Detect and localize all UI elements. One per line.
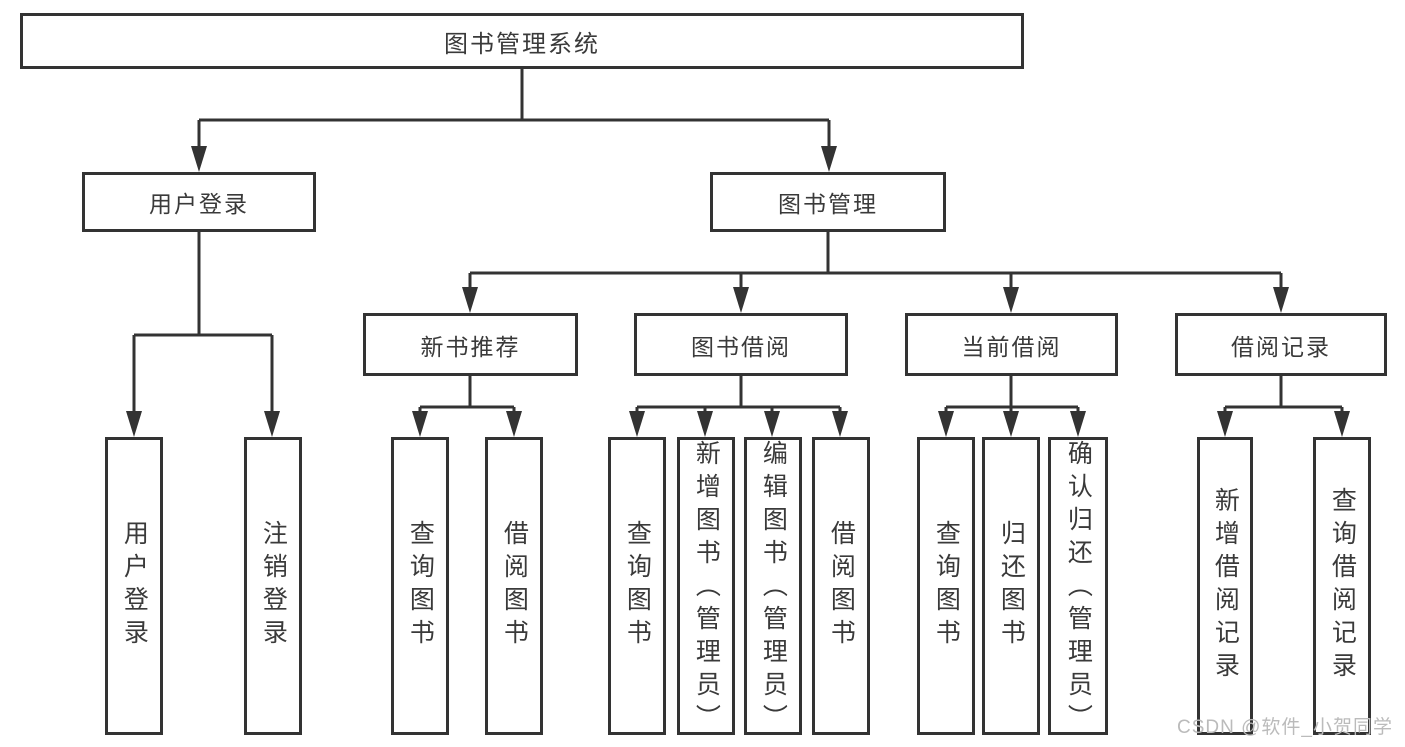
leaf-label: 编辑图书（管理员） (759, 440, 788, 737)
node-new-book-recommend: 新书推荐 (363, 313, 578, 376)
arrow-down-icon (506, 411, 522, 437)
arrow-down-icon (938, 411, 954, 437)
arrow-down-icon (1003, 411, 1019, 437)
leaf-add-borrow-record: 新增借阅记录 (1197, 437, 1253, 735)
leaf-borrow-books-recommend: 借阅图书 (485, 437, 543, 735)
leaf-edit-book-admin: 编辑图书（管理员） (744, 437, 802, 737)
arrow-down-icon (1273, 287, 1289, 313)
arrow-down-icon (832, 411, 848, 437)
leaf-label: 查询图书 (623, 520, 652, 652)
leaf-logout: 注销登录 (244, 437, 302, 735)
leaf-label: 查询借阅记录 (1328, 487, 1357, 685)
leaf-label: 查询图书 (932, 520, 961, 652)
leaf-label: 新增借阅记录 (1211, 487, 1240, 685)
arrow-down-icon (1334, 411, 1350, 437)
leaf-label: 注销登录 (259, 520, 288, 652)
leaf-label: 借阅图书 (500, 520, 529, 652)
leaf-user-login: 用户登录 (105, 437, 163, 735)
arrow-down-icon (1217, 411, 1233, 437)
arrow-down-icon (764, 411, 780, 437)
node-book-management: 图书管理 (710, 172, 946, 232)
leaf-return-books: 归还图书 (982, 437, 1040, 735)
leaf-label: 借阅图书 (827, 520, 856, 652)
node-borrow-records: 借阅记录 (1175, 313, 1387, 376)
arrow-down-icon (821, 146, 837, 172)
leaf-label: 查询图书 (406, 520, 435, 652)
leaf-query-books-recommend: 查询图书 (391, 437, 449, 735)
arrow-down-icon (1003, 287, 1019, 313)
arrow-down-icon (462, 287, 478, 313)
node-user-login: 用户登录 (82, 172, 316, 232)
leaf-label: 确认归还（管理员） (1064, 440, 1093, 737)
node-book-borrowing: 图书借阅 (634, 313, 848, 376)
arrow-down-icon (264, 411, 280, 437)
leaf-label: 新增图书（管理员） (692, 440, 721, 737)
leaf-label: 归还图书 (997, 520, 1026, 652)
arrow-down-icon (733, 287, 749, 313)
arrow-down-icon (697, 411, 713, 437)
arrow-down-icon (629, 411, 645, 437)
node-root: 图书管理系统 (20, 13, 1024, 69)
leaf-query-books-borrowing: 查询图书 (608, 437, 666, 735)
leaf-query-books-current: 查询图书 (917, 437, 975, 735)
arrow-down-icon (191, 146, 207, 172)
leaf-query-borrow-record: 查询借阅记录 (1313, 437, 1371, 735)
node-current-borrowing: 当前借阅 (905, 313, 1118, 376)
leaf-add-book-admin: 新增图书（管理员） (677, 437, 735, 737)
watermark-text: CSDN @软件_小贺同学 (1177, 717, 1393, 738)
arrow-down-icon (126, 411, 142, 437)
leaf-borrow-books-borrowing: 借阅图书 (812, 437, 870, 735)
arrow-down-icon (1070, 411, 1086, 437)
arrow-down-icon (412, 411, 428, 437)
leaf-label: 用户登录 (120, 520, 149, 652)
leaf-confirm-return-admin: 确认归还（管理员） (1048, 437, 1108, 737)
